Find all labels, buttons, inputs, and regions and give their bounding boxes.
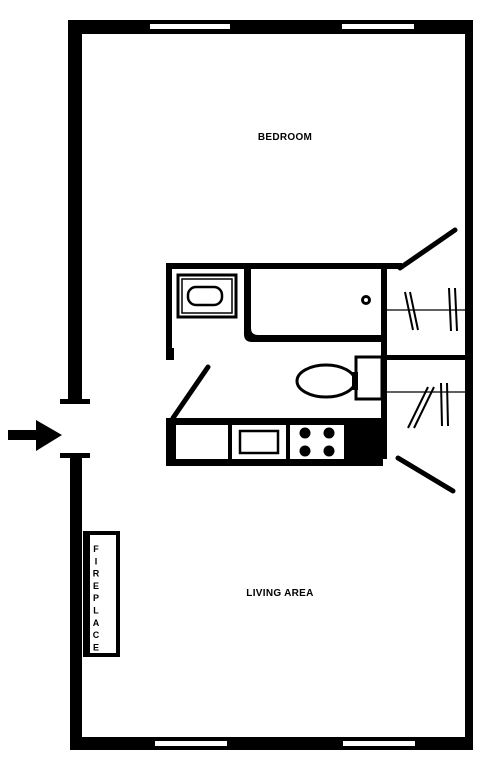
bedroom-label: BEDROOM	[258, 132, 312, 143]
windows	[150, 24, 415, 746]
fireplace-letter: L	[93, 606, 99, 616]
fireplace-letter: C	[93, 630, 100, 640]
bathtub	[244, 268, 382, 342]
kitchen-counter	[166, 418, 383, 466]
hanger-4	[454, 287, 458, 332]
closet-divider-top	[382, 355, 467, 360]
core-walls	[166, 227, 467, 494]
core-top-wall	[166, 263, 402, 269]
left-wall-upper	[68, 20, 82, 402]
fireplace-letter: P	[93, 593, 99, 603]
outer-walls	[68, 20, 473, 750]
burners	[299, 427, 335, 457]
hanger-6	[413, 386, 435, 429]
fireplace-letter: R	[93, 569, 100, 579]
fireplace-letter: E	[93, 581, 99, 591]
window-top-left	[150, 24, 230, 29]
counter-cabinet	[176, 425, 228, 459]
window-top-right	[342, 24, 414, 29]
toilet	[295, 355, 384, 401]
closet-door-bottom	[395, 455, 456, 494]
hanger-1	[404, 291, 414, 331]
window-bottom-right	[343, 741, 415, 746]
door-jamb-bottom	[60, 453, 90, 458]
hanger-7	[440, 382, 443, 427]
fireplace-letter: I	[95, 556, 98, 566]
arrow-right-icon	[8, 420, 62, 451]
fireplace-letter: F	[93, 544, 99, 554]
window-bottom-left	[155, 741, 227, 746]
entry-door	[60, 399, 90, 458]
bath-door-post	[166, 348, 174, 360]
hanger-2	[409, 291, 419, 331]
oven-window	[238, 429, 280, 455]
core-right-wall	[381, 263, 387, 459]
fireplace-letter: A	[93, 618, 100, 628]
left-wall-lower	[70, 456, 82, 750]
right-wall	[465, 20, 473, 750]
closet-door-top	[397, 227, 458, 271]
hanger-5	[407, 386, 429, 429]
kitchen-diagonal-wall	[170, 364, 211, 421]
door-jamb-top	[60, 399, 90, 404]
top-wall	[68, 20, 470, 34]
drain-icon	[361, 295, 371, 305]
refrigerator	[348, 418, 383, 466]
living-area-label: LIVING AREA	[246, 588, 313, 599]
hanger-8	[446, 382, 449, 427]
core-left-wall	[166, 263, 172, 358]
bottom-wall	[70, 737, 470, 750]
fireplace-letter: E	[93, 642, 99, 652]
stove	[290, 425, 344, 459]
sink	[176, 273, 238, 319]
hanger-3	[448, 287, 452, 332]
